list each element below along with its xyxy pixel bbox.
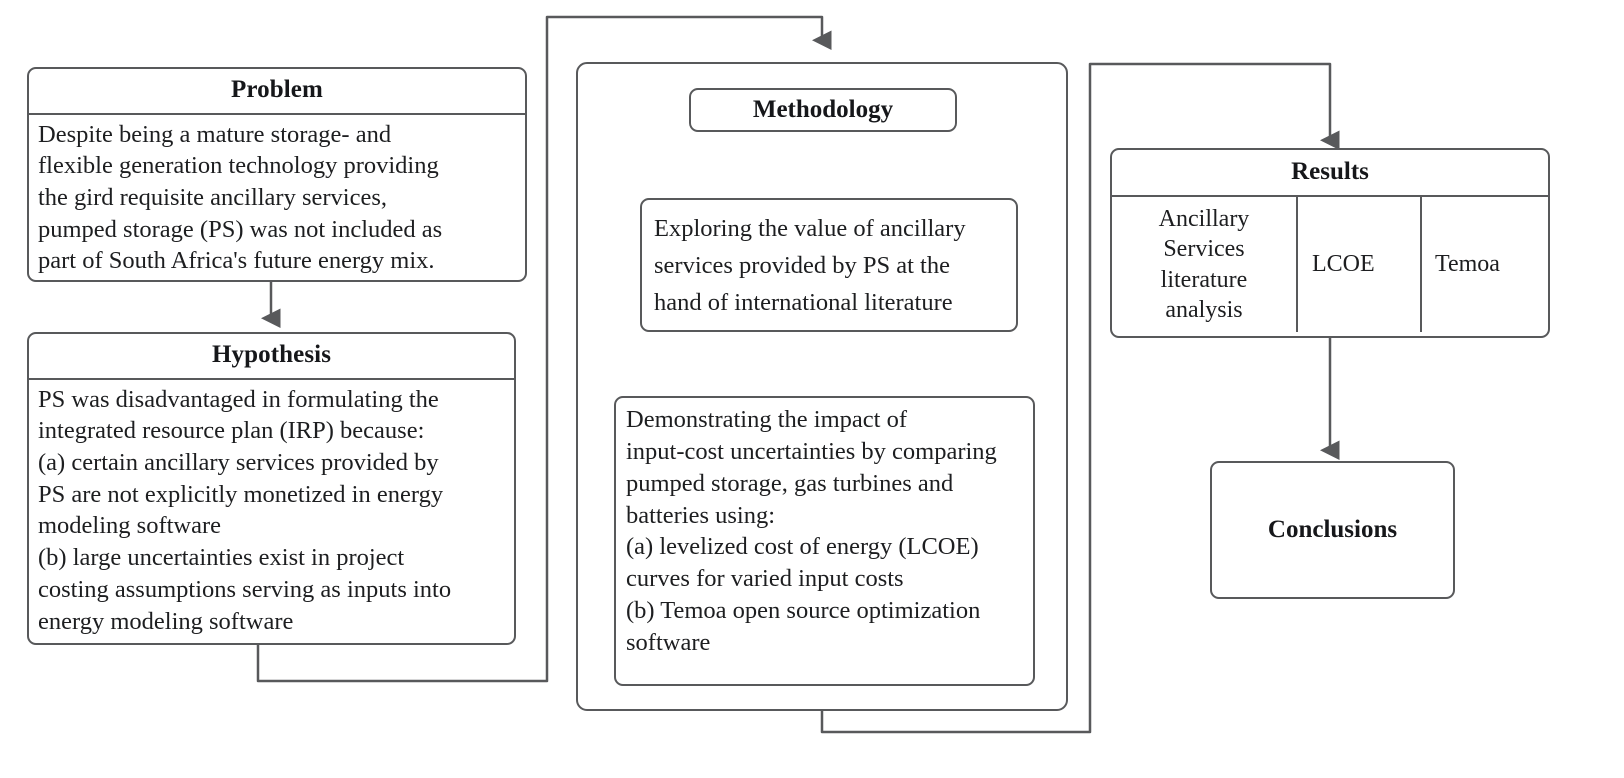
conclusions-label: Conclusions — [1267, 516, 1398, 543]
methodology-step-one-box: Exploring the value of ancillary service… — [640, 198, 1018, 332]
methodology-title-box: Methodology — [689, 88, 957, 132]
problem-header: Problem — [29, 69, 525, 115]
results-cell-lcoe: LCOE — [1298, 197, 1422, 332]
hypothesis-header: Hypothesis — [29, 334, 514, 380]
methodology-step-two-box: Demonstrating the impact of input-cost u… — [614, 396, 1035, 686]
conclusions-box: Conclusions — [1210, 461, 1455, 599]
hypothesis-box: Hypothesis PS was disadvantaged in formu… — [27, 332, 516, 645]
results-cell-temoa: Temoa — [1435, 251, 1500, 278]
methodology-step-two-text: Demonstrating the impact of input-cost u… — [626, 406, 997, 656]
methodology-title-label: Methodology — [752, 96, 894, 123]
results-header: Results — [1112, 150, 1548, 197]
results-cell-ancillary-services: Ancillary Services literature analysis — [1112, 197, 1298, 332]
methodology-step-one-text: Exploring the value of ancillary service… — [654, 215, 966, 317]
hypothesis-body: PS was disadvantaged in formulating the … — [38, 385, 452, 635]
results-columns: Ancillary Services literature analysis L… — [1112, 197, 1548, 332]
results-box: Results Ancillary Services literature an… — [1110, 148, 1550, 338]
problem-box: Problem Despite being a mature storage- … — [27, 67, 527, 282]
problem-body: Despite being a mature storage- and flex… — [38, 120, 443, 275]
